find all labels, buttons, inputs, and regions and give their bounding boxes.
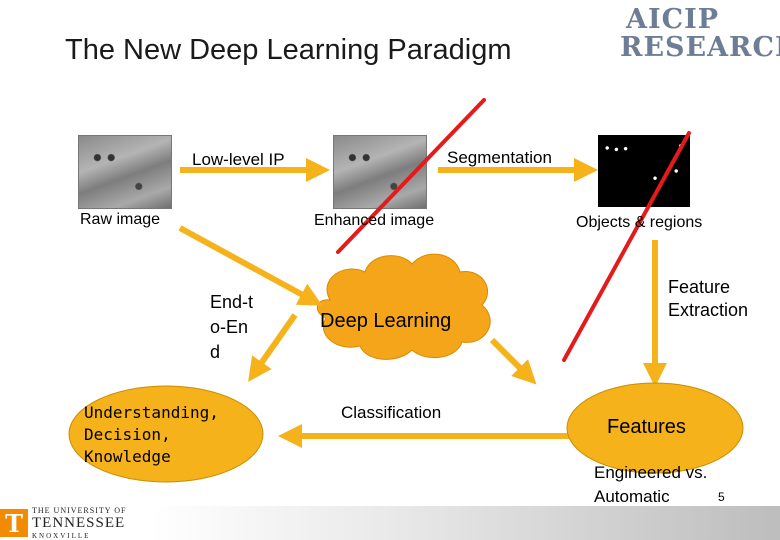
footer-bar: [150, 506, 780, 540]
university-wordmark: THE UNIVERSITY OF TENNESSEE KNOXVILLE: [32, 506, 126, 540]
university-line-1: THE UNIVERSITY OF: [32, 505, 127, 515]
understanding-ellipse: [68, 385, 264, 483]
raw-image-thumbnail: [78, 135, 172, 209]
engineered-vs-automatic-label: Engineered vs. Automatic: [594, 463, 708, 506]
end-to-end-label: End-to-End: [210, 292, 254, 362]
segmentation-label: Segmentation: [447, 148, 552, 167]
university-line-2: TENNESSEE: [32, 514, 126, 531]
enhanced-image-thumbnail: [333, 135, 427, 209]
university-logo: T THE UNIVERSITY OF TENNESSEE KNOXVILLE: [0, 506, 135, 540]
university-line-3: KNOXVILLE: [32, 531, 91, 540]
feature-extraction-label: Feature Extraction: [668, 277, 749, 320]
strike-feature-extraction: [562, 131, 691, 362]
objects-image-thumbnail: [598, 135, 690, 207]
logo-line-1: AICIP: [626, 4, 720, 35]
strike-lines: [336, 98, 691, 362]
deep-learning-cloud: [316, 253, 491, 360]
slide-title: The New Deep Learning Paradigm: [65, 34, 512, 66]
flow-arrows: [178, 158, 667, 448]
page-number: 5: [718, 490, 725, 504]
features-ellipse: [566, 382, 744, 474]
raw-image-label: Raw image: [80, 211, 161, 228]
classification-label: Classification: [341, 403, 442, 422]
deep-learning-label: Deep Learning: [320, 310, 452, 332]
enhanced-image-label: Enhanced image: [314, 212, 435, 229]
logo-line-2: RESEARCH: [620, 32, 780, 63]
arrow-deep-learning-to-understanding: [248, 313, 298, 382]
power-t-icon: T: [0, 509, 28, 538]
strike-segmentation: [336, 98, 486, 254]
objects-regions-label: Objects & regions: [576, 214, 703, 231]
understanding-label: Understanding, Decision, Knowledge: [84, 403, 219, 466]
arrow-raw-to-deep-learning: [178, 225, 323, 306]
low-level-ip-label: Low-level IP: [192, 150, 285, 169]
aicip-logo: AICIP RESEARCH: [620, 6, 780, 62]
arrow-deep-learning-to-features: [489, 337, 537, 385]
features-label: Features: [607, 416, 686, 438]
